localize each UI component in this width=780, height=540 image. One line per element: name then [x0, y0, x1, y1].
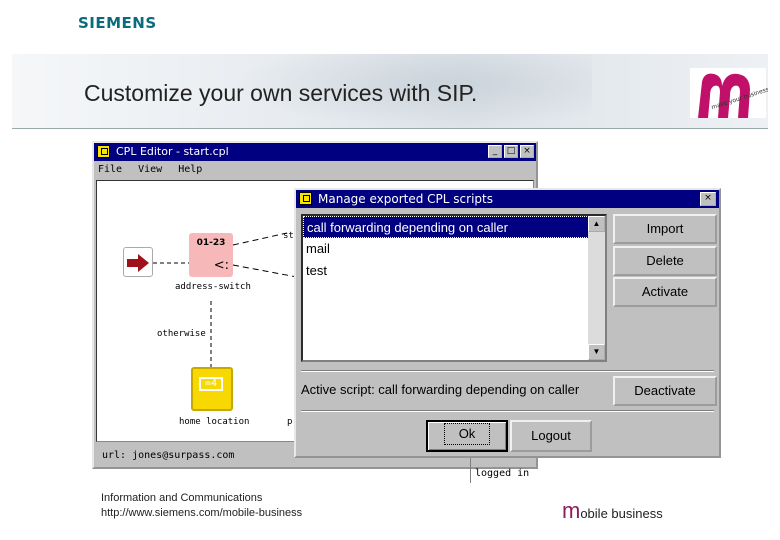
- address-switch-caption: address-switch: [175, 282, 251, 292]
- address-node-label: 01-23: [196, 238, 226, 248]
- location-icon: =4: [199, 377, 223, 391]
- arrow-right-icon: [127, 254, 149, 272]
- menu-file[interactable]: File: [98, 164, 123, 175]
- dialog-title: Manage exported CPL scripts: [318, 192, 493, 206]
- script-item[interactable]: call forwarding depending on caller: [303, 216, 605, 238]
- mobile-business-logo: mobile business: [562, 498, 663, 524]
- dialog-divider: [301, 370, 714, 372]
- scripts-list[interactable]: call forwarding depending on caller mail…: [301, 214, 607, 362]
- mobile-logo-text: obile business: [580, 506, 663, 521]
- active-script-label: Active script: call forwarding depending…: [301, 382, 580, 397]
- scroll-down-arrow[interactable]: ▼: [588, 344, 605, 360]
- address-switch-node[interactable]: 01-23 <:: [189, 233, 233, 277]
- slide-title: Customize your own services with SIP.: [84, 80, 478, 106]
- close-button[interactable]: ×: [520, 145, 534, 158]
- logout-button[interactable]: Logout: [510, 420, 592, 452]
- dialog-divider-bottom: [301, 410, 714, 412]
- manage-scripts-dialog: Manage exported CPL scripts × call forwa…: [294, 188, 721, 458]
- script-item[interactable]: test: [306, 263, 327, 278]
- location-node[interactable]: =4: [191, 367, 233, 411]
- editor-titlebar: CPL Editor - start.cpl _ □ ×: [94, 143, 536, 161]
- banner-separator: [12, 128, 768, 129]
- branch-icon: <:: [213, 258, 229, 273]
- siemens-logo: SIEMENS: [78, 14, 157, 32]
- ok-label: Ok: [443, 423, 491, 445]
- menu-view[interactable]: View: [138, 164, 163, 175]
- list-scrollbar[interactable]: ▲ ▼: [588, 216, 605, 360]
- activate-button[interactable]: Activate: [613, 277, 717, 307]
- app-icon: [97, 145, 110, 158]
- m-logo-icon: make your business mobile: [690, 68, 768, 118]
- menu-bar: File View Help: [94, 161, 536, 178]
- dialog-close-button[interactable]: ×: [700, 192, 716, 206]
- otherwise-caption: otherwise: [157, 329, 206, 339]
- location-caption: home location: [179, 417, 250, 427]
- status-url: url: jones@surpass.com: [102, 450, 235, 461]
- branch-caption: str: [283, 231, 300, 241]
- delete-button[interactable]: Delete: [613, 246, 717, 276]
- minimize-button[interactable]: _: [488, 145, 502, 158]
- footer-info: Information and Communications http://ww…: [101, 491, 302, 521]
- import-button[interactable]: Import: [613, 214, 717, 244]
- scroll-up-arrow[interactable]: ▲: [588, 216, 605, 232]
- connector-lines: [153, 232, 298, 367]
- dialog-titlebar: Manage exported CPL scripts ×: [296, 190, 719, 208]
- start-node[interactable]: [123, 247, 153, 277]
- ok-button[interactable]: Ok: [426, 420, 508, 452]
- mobile-logo-m: m: [562, 498, 581, 523]
- title-banner: Customize your own services with SIP. ma…: [12, 54, 768, 128]
- menu-help[interactable]: Help: [178, 164, 203, 175]
- deactivate-button[interactable]: Deactivate: [613, 376, 717, 406]
- footer-line-1: Information and Communications: [101, 492, 263, 504]
- dialog-app-icon: [299, 192, 312, 205]
- editor-title: CPL Editor - start.cpl: [116, 145, 229, 158]
- footer-line-2: http://www.siemens.com/mobile-business: [101, 507, 303, 519]
- proxy-caption: pr: [287, 417, 298, 427]
- maximize-button[interactable]: □: [504, 145, 518, 158]
- script-item[interactable]: mail: [306, 241, 330, 256]
